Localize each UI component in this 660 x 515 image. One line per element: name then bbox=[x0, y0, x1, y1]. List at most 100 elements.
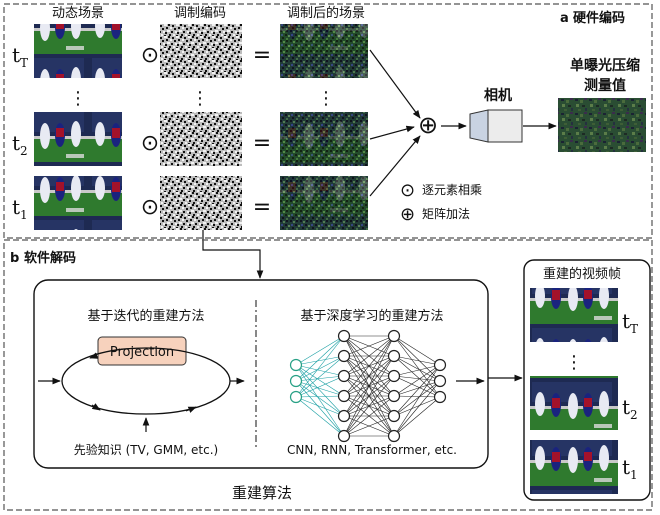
nn-edge bbox=[343, 335, 395, 397]
nn-edge bbox=[393, 395, 441, 398]
equals-symbol: = bbox=[253, 195, 271, 220]
scene-frame-t2 bbox=[34, 112, 122, 166]
modulated-frame-t2 bbox=[280, 112, 368, 166]
nn-edge bbox=[295, 375, 345, 382]
nn-node bbox=[337, 329, 351, 343]
nn-edge bbox=[393, 375, 441, 398]
col-header-modulation-code: 调制编码 bbox=[174, 6, 226, 21]
ellipsis-modulated: ⋮ bbox=[317, 88, 335, 109]
legend-oplus-text: 矩阵加法 bbox=[422, 207, 470, 221]
nn-edge bbox=[295, 355, 345, 398]
measurement-label-line1: 单曝光压缩 bbox=[570, 57, 640, 74]
dl-models-label: CNN, RNN, Transformer, etc. bbox=[287, 443, 457, 457]
nn-node bbox=[337, 349, 351, 363]
nn-edge bbox=[393, 396, 441, 437]
nn-edge bbox=[295, 335, 345, 366]
equals-symbol: = bbox=[253, 131, 271, 156]
nn-edge bbox=[295, 335, 345, 398]
oplus-symbol: ⊕ bbox=[418, 111, 438, 139]
nn-node bbox=[387, 329, 401, 343]
output-box bbox=[523, 259, 651, 501]
nn-edge bbox=[295, 396, 345, 437]
nn-edge bbox=[343, 415, 395, 437]
neural-network-icon bbox=[289, 329, 447, 443]
time-label-tT: tT bbox=[12, 43, 28, 70]
panel-b-border bbox=[3, 239, 653, 511]
modulated-frame-t1 bbox=[280, 176, 368, 230]
nn-node bbox=[433, 358, 447, 372]
nn-node bbox=[387, 349, 401, 363]
measurement-label-line2: 测量值 bbox=[584, 77, 626, 94]
iterative-title: 基于迭代的重建方法 bbox=[87, 308, 204, 324]
nn-edge bbox=[343, 355, 395, 437]
time-label-t2: t2 bbox=[12, 131, 28, 158]
nn-edge bbox=[393, 364, 441, 437]
nn-node bbox=[289, 390, 303, 404]
nn-node bbox=[337, 409, 351, 423]
legend-odot-text: 逐元素相乘 bbox=[422, 183, 482, 197]
nn-node bbox=[433, 390, 447, 404]
mask-frame-t2 bbox=[160, 112, 242, 166]
nn-edge bbox=[393, 375, 441, 382]
output-frame-t1 bbox=[530, 440, 618, 494]
nn-node bbox=[387, 409, 401, 423]
nn-edge bbox=[393, 355, 441, 366]
time-label-t1: t1 bbox=[12, 195, 28, 222]
output-time-label-t2: t2 bbox=[622, 395, 638, 422]
ellipsis-masks: ⋮ bbox=[191, 88, 209, 109]
nn-edge bbox=[295, 380, 345, 397]
algorithm-box bbox=[33, 279, 489, 469]
algorithm-label: 重建算法 bbox=[232, 484, 292, 502]
measurement-image bbox=[558, 98, 646, 152]
panel-a-title: 硬件编码 bbox=[573, 10, 625, 26]
nn-edge bbox=[393, 364, 441, 397]
nn-edge bbox=[343, 335, 395, 357]
odot-symbol: ⊙ bbox=[141, 195, 159, 220]
prior-knowledge-label: 先验知识 (TV, GMM, etc.) bbox=[74, 442, 218, 457]
nn-node bbox=[289, 358, 303, 372]
nn-edge bbox=[295, 335, 345, 382]
projection-box bbox=[97, 336, 187, 366]
nn-edge bbox=[393, 380, 441, 437]
nn-edge bbox=[343, 335, 395, 377]
nn-edge bbox=[343, 395, 395, 437]
panel-a-border bbox=[3, 3, 653, 239]
output-time-label-tT: tT bbox=[622, 309, 638, 336]
nn-edge bbox=[295, 396, 345, 417]
arrow-t1-to-sum bbox=[369, 135, 421, 197]
mask-frame-t1 bbox=[160, 176, 242, 230]
loop-arrowhead-bottom-left bbox=[91, 403, 101, 411]
camera-label: 相机 bbox=[484, 87, 512, 104]
nn-edge bbox=[393, 396, 441, 417]
nn-edge bbox=[393, 355, 441, 382]
scene-frame-t1 bbox=[34, 176, 122, 230]
modulated-frame-tT bbox=[280, 24, 368, 78]
nn-node bbox=[387, 389, 401, 403]
nn-edge bbox=[295, 355, 345, 382]
scene-frame-tT bbox=[34, 24, 122, 78]
nn-edge bbox=[393, 380, 441, 417]
nn-edge bbox=[343, 335, 395, 437]
nn-edge bbox=[295, 395, 345, 398]
col-header-modulated-scene: 调制后的场景 bbox=[287, 5, 365, 21]
nn-node bbox=[289, 374, 303, 388]
nn-edge bbox=[393, 364, 441, 417]
panel-b-title: 软件解码 bbox=[24, 250, 76, 266]
output-time-label-t1: t1 bbox=[622, 455, 638, 482]
nn-edge bbox=[295, 364, 345, 397]
camera-icon bbox=[469, 109, 523, 143]
legend-oplus-symbol: ⊕ bbox=[400, 204, 415, 225]
nn-node bbox=[433, 374, 447, 388]
output-frame-t2 bbox=[530, 376, 618, 430]
nn-edge bbox=[295, 375, 345, 398]
output-ellipsis: ⋮ bbox=[565, 352, 583, 373]
nn-node bbox=[387, 369, 401, 383]
nn-edge bbox=[343, 335, 395, 417]
output-title: 重建的视频帧 bbox=[543, 266, 621, 282]
col-header-dynamic-scene: 动态场景 bbox=[52, 6, 104, 21]
loop-arrowhead-bottom-right bbox=[185, 406, 197, 413]
nn-node bbox=[337, 429, 351, 443]
nn-edge bbox=[393, 364, 441, 377]
panel-a-letter: a bbox=[560, 11, 569, 26]
